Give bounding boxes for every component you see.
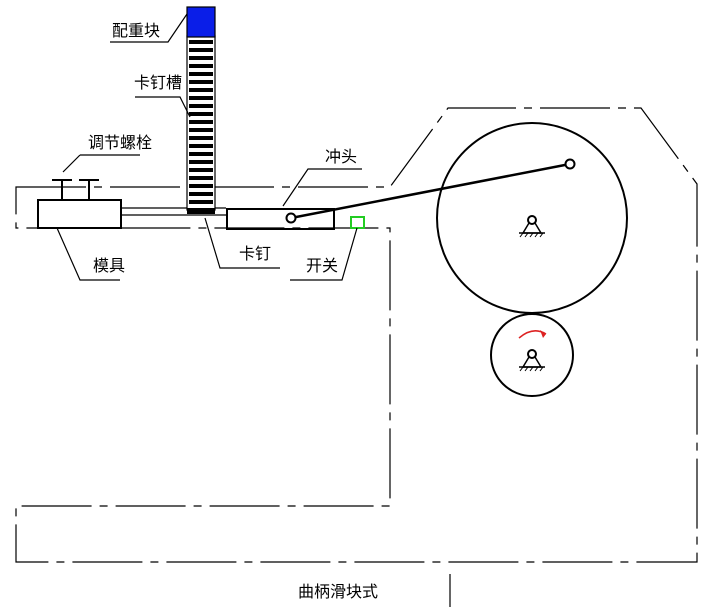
slot-rung (189, 136, 213, 140)
slot-rung (189, 96, 213, 100)
slot-rung (189, 200, 213, 204)
crank-joint (564, 158, 576, 170)
label-punch: 冲头 (325, 147, 357, 166)
adjust-bolts (52, 179, 99, 200)
slot-rung (189, 72, 213, 76)
rotation-arrow-icon (518, 330, 547, 339)
slot-rung (189, 144, 213, 148)
drive-gear (490, 313, 574, 397)
slot-rung (189, 48, 213, 52)
slot-rung (189, 104, 213, 108)
punch-joint (285, 212, 297, 224)
label-pin: 卡钉 (239, 244, 271, 263)
slot-rung (189, 120, 213, 124)
slot-rung (189, 184, 213, 188)
mold-block (37, 199, 122, 229)
slot-rung (189, 40, 213, 44)
caption: 曲柄滑块式 (298, 582, 378, 601)
slot-rung (189, 176, 213, 180)
label-adjust-bolt: 调节螺栓 (88, 133, 152, 152)
slot-rung (189, 80, 213, 84)
pivot-support-icon (519, 349, 545, 372)
slot-rung (189, 56, 213, 60)
slot-rung (189, 64, 213, 68)
connecting-rod (290, 162, 571, 220)
slot-rung (189, 152, 213, 156)
pivot-support-icon (519, 215, 545, 238)
frame-outline (15, 107, 698, 563)
counterweight-block (186, 6, 216, 38)
punch-block (226, 208, 335, 230)
slot-rung (189, 112, 213, 116)
slot-rung (189, 160, 213, 164)
label-pin-slot: 卡钉槽 (134, 73, 182, 92)
pin-slot (186, 35, 216, 214)
slot-rung (189, 192, 213, 196)
pin-in-slot (187, 208, 215, 214)
slot-rung (189, 88, 213, 92)
label-switch: 开关 (306, 256, 338, 275)
label-mold: 模具 (93, 256, 125, 275)
switch-block (350, 216, 365, 229)
slot-rung (189, 168, 213, 172)
label-counterweight: 配重块 (112, 21, 160, 40)
slot-rung (189, 128, 213, 132)
leader-lines (56, 13, 362, 281)
